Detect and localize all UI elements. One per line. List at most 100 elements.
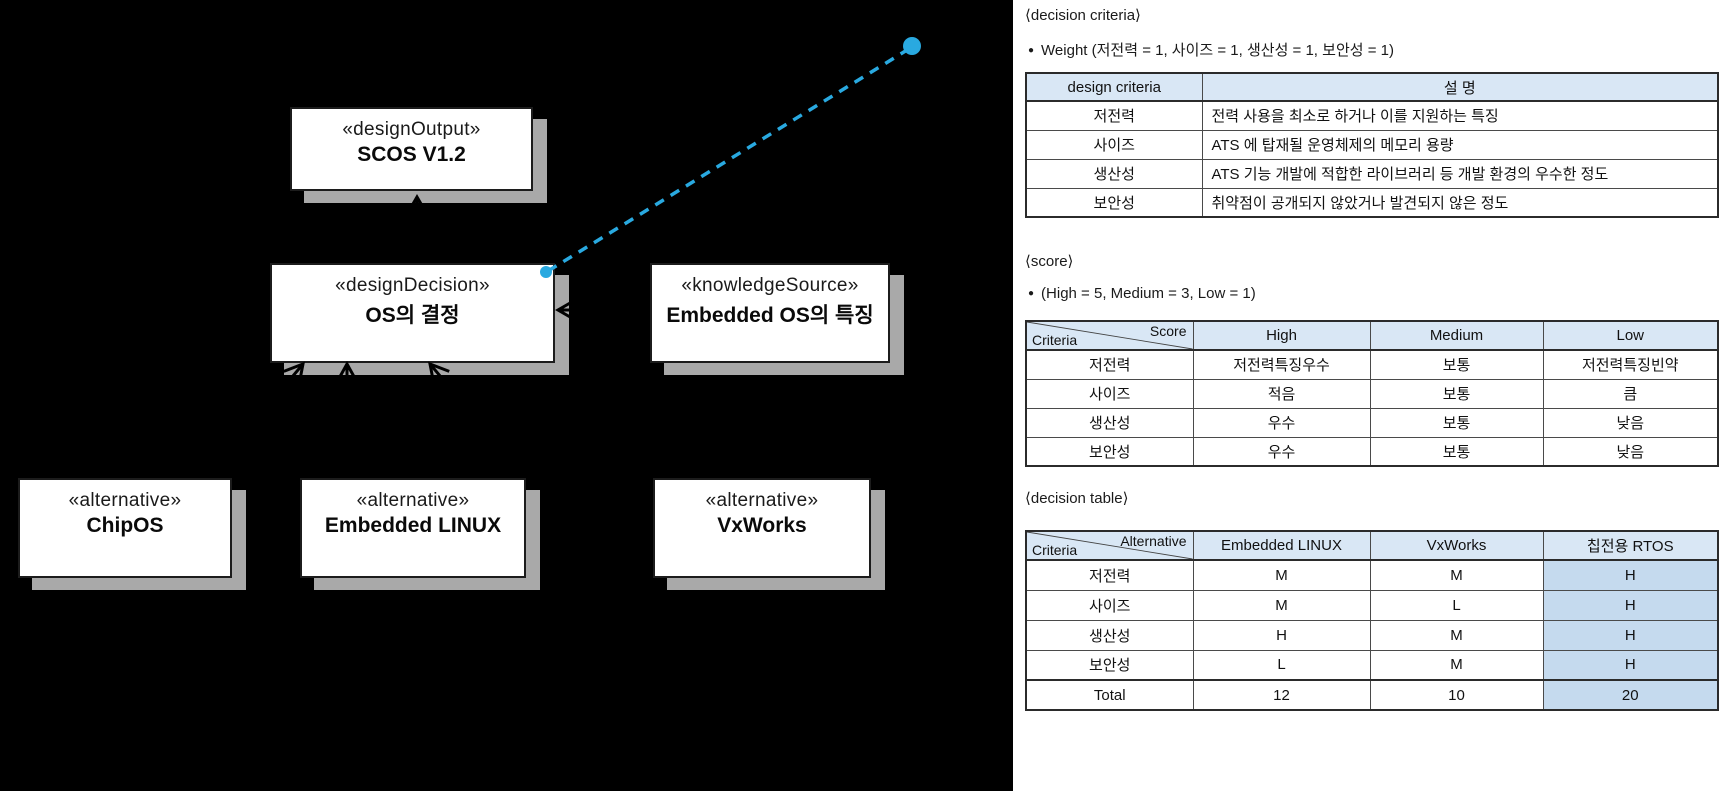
total-label-cell: Total [1025,679,1194,711]
annotation-dashed-line [547,45,913,273]
table-row: 사이즈 M L H [1025,589,1719,621]
arrowhead-from-embedded-linux [335,360,359,385]
table-row: 보안성 취약점이 공개되지 않았거나 발견되지 않은 정도 [1025,187,1719,218]
diagonal-header-cell: Alternative Criteria [1025,530,1194,561]
table-row: 사이즈 적음 보통 큼 [1025,378,1719,409]
value-cell: 우수 [1192,436,1371,467]
node-design-decision[interactable]: «designDecision» OS의 결정 [270,263,555,363]
weight-note-text: Weight (저전력 = 1, 사이즈 = 1, 생산성 = 1, 보안성 =… [1041,42,1394,59]
analysis-panel: ⟨decision criteria⟩ ●Weight (저전력 = 1, 사이… [1013,0,1723,791]
decision-table: Alternative Criteria Embedded LINUX VxWo… [1025,530,1719,711]
criteria-cell: 보안성 [1025,436,1194,467]
criteria-cell: 사이즈 [1025,378,1194,409]
section-heading-decision-criteria: ⟨decision criteria⟩ [1025,7,1141,24]
column-header: High [1192,320,1371,351]
node-name: Embedded LINUX [324,514,502,537]
table-row: 생산성 ATS 기능 개발에 적합한 라이브러리 등 개발 환경의 우수한 정도 [1025,158,1719,189]
value-cell-highlighted: H [1542,619,1719,651]
value-cell: 보통 [1369,349,1544,380]
node-stereotype: «knowledgeSource» [681,275,859,296]
column-header: VxWorks [1369,530,1544,561]
description-cell: 취약점이 공개되지 않았거나 발견되지 않은 정도 [1201,187,1719,218]
node-design-output[interactable]: «designOutput» SCOS V1.2 [290,107,533,191]
diagonal-divider [1027,532,1190,558]
diagonal-header-cell: Score Criteria [1025,320,1194,351]
column-header: 칩전용 RTOS [1542,530,1719,561]
arrowhead-left-to-design-decision [555,297,583,323]
criteria-cell: 생산성 [1025,619,1194,651]
score-note-text: (High = 5, Medium = 3, Low = 1) [1041,285,1256,302]
description-cell: ATS 에 탑재될 운영체제의 메모리 용량 [1201,129,1719,160]
section-heading-decision-table: ⟨decision table⟩ [1025,490,1129,507]
node-alternative-chipos[interactable]: «alternative» ChipOS [18,478,232,578]
column-header: design criteria [1025,72,1203,102]
column-header: Embedded LINUX [1192,530,1371,561]
score-note: ● (High = 5, Medium = 3, Low = 1) [1028,285,1256,302]
value-cell: 낮음 [1542,436,1719,467]
value-cell: 우수 [1192,407,1371,438]
criteria-cell: 저전력 [1025,100,1203,131]
node-name: SCOS V1.2 [357,143,466,166]
criteria-cell: 생산성 [1025,158,1203,189]
column-header: Low [1542,320,1719,351]
criteria-cell: 저전력 [1025,349,1194,380]
node-name: Embedded OS의 특징 [666,304,874,327]
value-cell: 보통 [1369,407,1544,438]
connector-endpoint-dot [903,37,921,55]
corner-label-criteria: Criteria [1032,332,1078,348]
value-cell-highlighted: H [1542,649,1719,681]
value-cell: M [1192,589,1371,621]
total-value-cell: 12 [1192,679,1371,711]
node-alternative-vxworks[interactable]: «alternative» VxWorks [653,478,871,578]
node-name: OS의 결정 [365,304,460,327]
bullet-icon: ● [1028,288,1035,299]
value-cell: 큼 [1542,378,1719,409]
node-alternative-embedded-linux[interactable]: «alternative» Embedded LINUX [300,478,526,578]
section-heading-score: ⟨score⟩ [1025,253,1074,270]
corner-label-score: Score [1149,323,1187,339]
node-stereotype: «designDecision» [335,275,490,296]
value-cell: M [1369,649,1544,681]
criteria-cell: 저전력 [1025,559,1194,591]
table-row: 저전력 M M H [1025,559,1719,591]
description-cell: 전력 사용을 최소로 하거나 이를 지원하는 특징 [1201,100,1719,131]
value-cell: 낮음 [1542,407,1719,438]
node-name: ChipOS [86,514,164,537]
table-row: 사이즈 ATS 에 탑재될 운영체제의 메모리 용량 [1025,129,1719,160]
design-criteria-table: design criteria 설 명 저전력 전력 사용을 최소로 하거나 이… [1025,72,1719,218]
table-row: 보안성 L M H [1025,649,1719,681]
table-row: 생산성 우수 보통 낮음 [1025,407,1719,438]
node-stereotype: «designOutput» [342,119,481,140]
value-cell: L [1369,589,1544,621]
criteria-cell: 보안성 [1025,649,1194,681]
table-row: 보안성 우수 보통 낮음 [1025,436,1719,467]
corner-label-criteria: Criteria [1032,542,1078,558]
weight-note: ●Weight (저전력 = 1, 사이즈 = 1, 생산성 = 1, 보안성 … [1028,39,1394,60]
criteria-cell: 사이즈 [1025,589,1194,621]
value-cell: 저전력특징빈약 [1542,349,1719,380]
criteria-cell: 생산성 [1025,407,1194,438]
value-cell: L [1192,649,1371,681]
value-cell-highlighted: H [1542,559,1719,591]
value-cell: M [1369,559,1544,591]
total-row: Total 12 10 20 [1025,679,1719,711]
criteria-cell: 사이즈 [1025,129,1203,160]
value-cell: 보통 [1369,378,1544,409]
node-stereotype: «alternative» [705,490,819,511]
criteria-cell: 보안성 [1025,187,1203,218]
node-name: VxWorks [717,514,807,537]
value-cell-highlighted: H [1542,589,1719,621]
node-knowledge-source[interactable]: «knowledgeSource» Embedded OS의 특징 [650,263,890,363]
node-stereotype: «alternative» [356,490,470,511]
total-value-cell: 10 [1369,679,1544,711]
table-row: 저전력 전력 사용을 최소로 하거나 이를 지원하는 특징 [1025,100,1719,131]
total-value-cell-highlighted: 20 [1542,679,1719,711]
table-row: 저전력 저전력특징우수 보통 저전력특징빈약 [1025,349,1719,380]
description-cell: ATS 기능 개발에 적합한 라이브러리 등 개발 환경의 우수한 정도 [1201,158,1719,189]
corner-label-alternative: Alternative [1120,533,1187,549]
table-row: 생산성 H M H [1025,619,1719,651]
column-header: 설 명 [1201,72,1719,102]
value-cell: 적음 [1192,378,1371,409]
arrowhead-up-to-scos [404,194,430,220]
